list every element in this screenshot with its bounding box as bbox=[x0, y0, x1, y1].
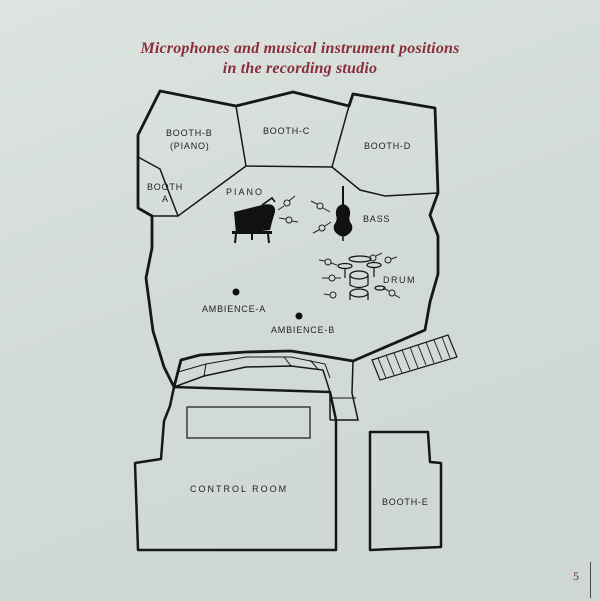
drum-label: DRUM bbox=[383, 275, 416, 285]
microphone-icon bbox=[324, 258, 332, 266]
ambience-b-microphone-icon bbox=[295, 312, 303, 320]
microphone-icon bbox=[369, 254, 377, 262]
booth-e-wall bbox=[368, 430, 443, 552]
ambience-b-label: AMBIENCE-B bbox=[271, 325, 335, 335]
microphone-icon bbox=[329, 291, 337, 299]
control-room-wall bbox=[133, 385, 338, 552]
passage-wall bbox=[322, 355, 359, 421]
diagram-title-line-2: in the recording studio bbox=[222, 60, 378, 77]
microphone-icon bbox=[285, 216, 293, 224]
booth-d-label: BOOTH-D bbox=[364, 141, 411, 151]
booth-divider-d bbox=[331, 166, 439, 197]
booth-e-label: BOOTH-E bbox=[382, 497, 429, 507]
grand-piano-icon bbox=[232, 196, 276, 244]
bass-microphones bbox=[310, 200, 332, 234]
stairs bbox=[371, 334, 458, 381]
piano-microphones bbox=[277, 195, 299, 224]
microphone-icon bbox=[283, 199, 291, 207]
booth-b-label-line2: (PIANO) bbox=[170, 141, 210, 151]
window-mullion bbox=[203, 363, 207, 377]
booth-divider-b-a bbox=[137, 156, 247, 218]
double-bass-icon bbox=[333, 186, 353, 241]
microphone-icon bbox=[388, 289, 396, 297]
mixing-console bbox=[186, 406, 311, 439]
bass-label: BASS bbox=[363, 214, 390, 224]
corridor-wall bbox=[172, 359, 331, 420]
ambience-a-microphone-icon bbox=[232, 288, 240, 296]
page-number: 5 bbox=[573, 569, 579, 583]
corridor-wall-2 bbox=[177, 356, 331, 379]
window-mullion bbox=[309, 359, 319, 370]
microphone-icon bbox=[316, 202, 324, 210]
drum-microphones bbox=[318, 252, 401, 299]
page-edge-divider bbox=[590, 562, 591, 598]
drum-kit-icon bbox=[337, 255, 386, 300]
control-room-label: CONTROL ROOM bbox=[190, 484, 288, 494]
booth-b-label-line1: BOOTH-B bbox=[166, 128, 213, 138]
booth-c-label: BOOTH-C bbox=[263, 126, 310, 136]
microphone-icon bbox=[384, 256, 392, 264]
microphone-icon bbox=[328, 274, 336, 282]
microphone-icon bbox=[318, 224, 326, 232]
booth-divider-b-c bbox=[235, 105, 350, 168]
window-mullion bbox=[283, 356, 292, 367]
ambience-a-label: AMBIENCE-A bbox=[202, 304, 266, 314]
diagram-title-line-1: Microphones and musical instrument posit… bbox=[140, 40, 460, 57]
booth-a-label-line1: BOOTH bbox=[147, 182, 183, 192]
piano-label: PIANO bbox=[226, 187, 264, 197]
booth-a-label-line2: A bbox=[162, 194, 169, 204]
